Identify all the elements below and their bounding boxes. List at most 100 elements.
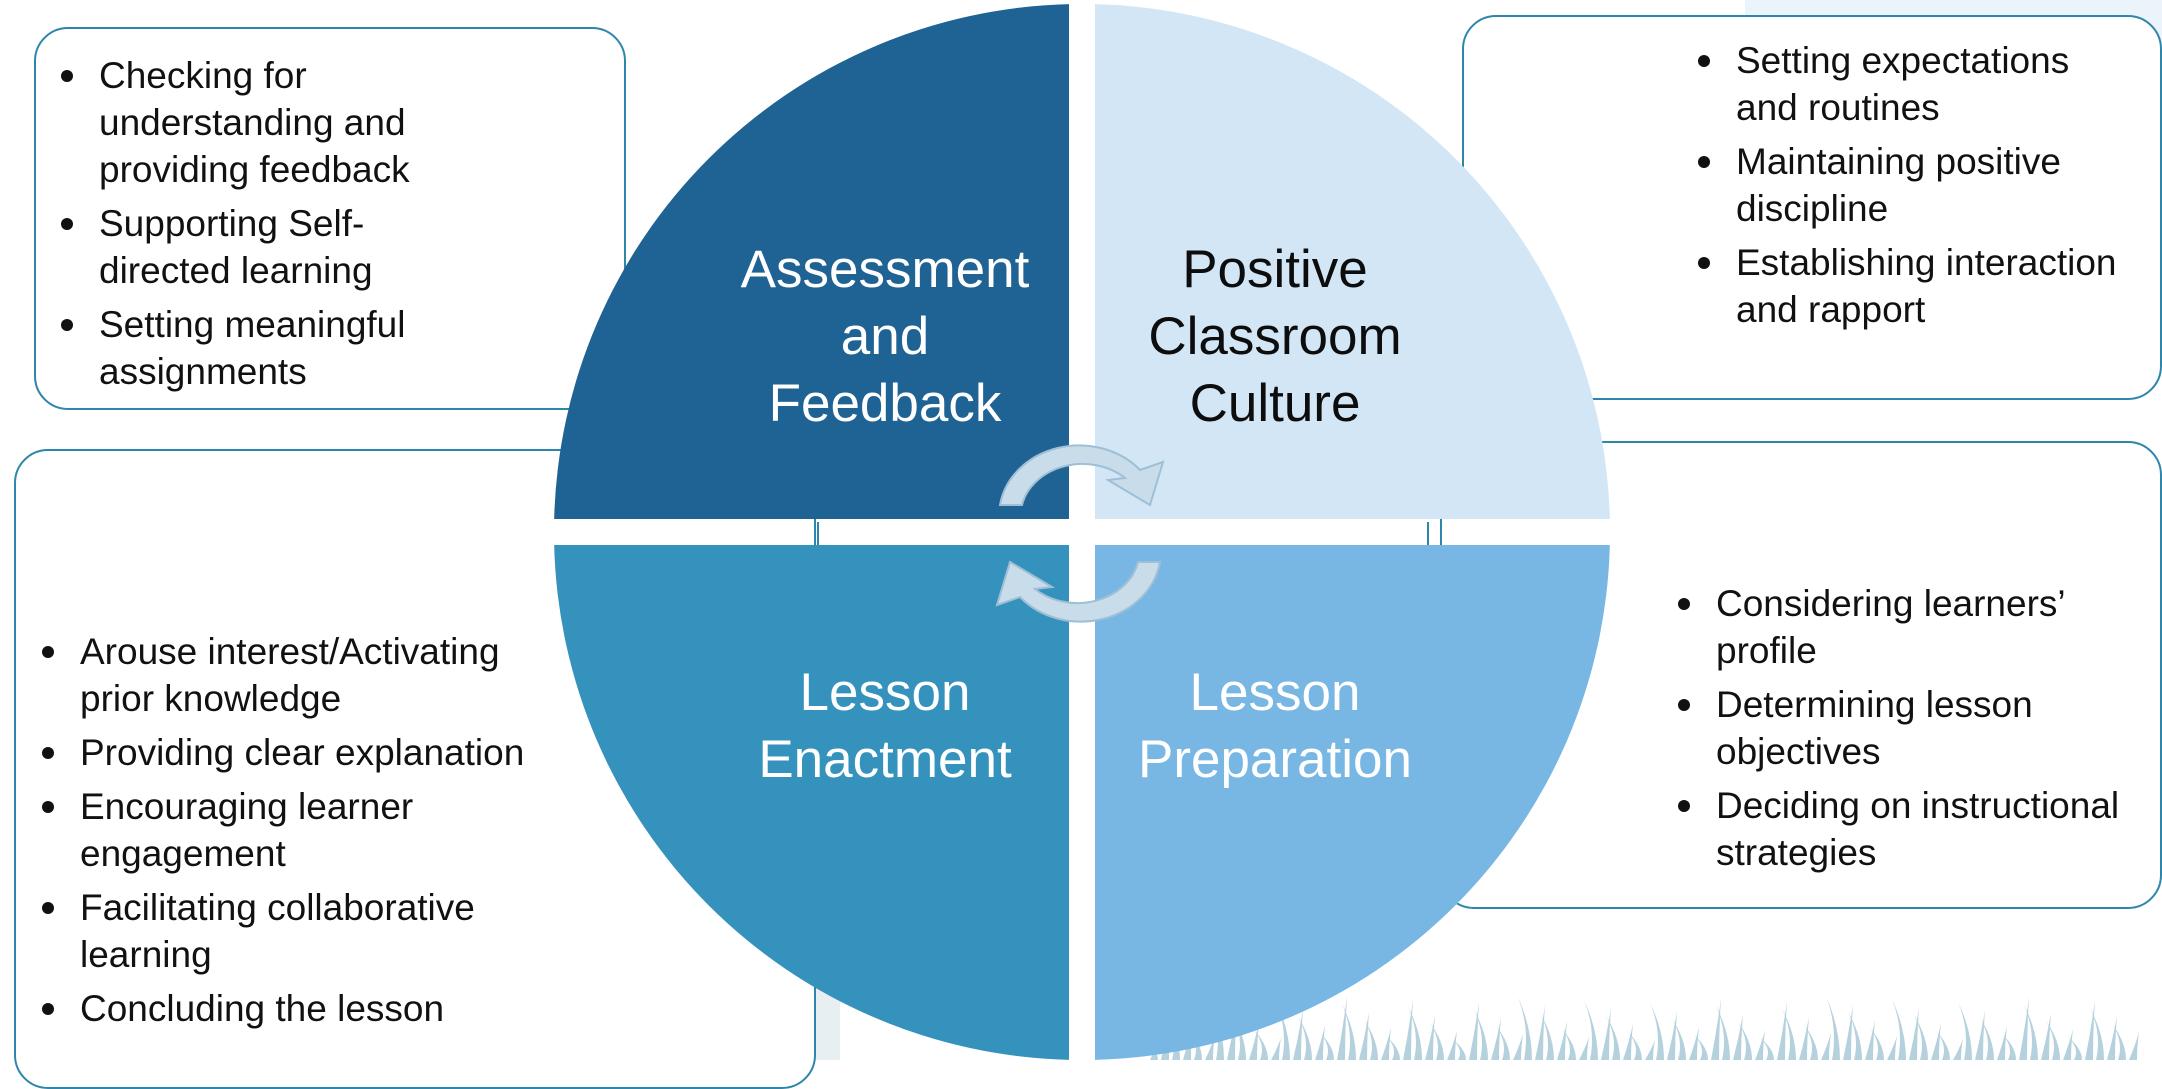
- grass-blade: [2090, 1008, 2104, 1060]
- grass-blade: [1755, 1030, 1765, 1060]
- grass-blade: [1645, 1040, 1655, 1060]
- list-item: Establishing interaction and rapport: [1694, 239, 2134, 333]
- teaching-cycle-wheel: [554, 4, 1610, 1060]
- grass-blade: [1821, 1033, 1831, 1060]
- grass-blade: [1469, 1002, 1479, 1060]
- cycle-arrows-icon: [995, 444, 1165, 623]
- grass-blade: [1848, 1012, 1862, 1060]
- preparation-bullet-list: Considering learners’ profile Determinin…: [1674, 580, 2144, 883]
- grass-blade: [1997, 1026, 2007, 1060]
- list-item: Facilitating collaborative learning: [38, 884, 568, 978]
- list-item: Maintaining positive discipline: [1694, 138, 2134, 232]
- grass-blade: [1650, 1003, 1664, 1060]
- grass-blade: [1760, 1038, 1774, 1060]
- list-item: Supporting Self-directed learning: [57, 200, 457, 294]
- grass-blade: [1711, 998, 1721, 1060]
- list-item: Setting expectations and routines: [1694, 37, 2134, 131]
- grass-blade: [1315, 1025, 1325, 1060]
- grass-blade: [2002, 1034, 2016, 1060]
- grass-blade: [1254, 1030, 1268, 1060]
- grass-blade: [1936, 1031, 1950, 1060]
- grass-blade: [1144, 1040, 1158, 1060]
- grass-blade: [1562, 1029, 1576, 1060]
- grass-blade: [1672, 1019, 1686, 1060]
- grass-blade: [1689, 1027, 1699, 1060]
- grass-blade: [2107, 1016, 2117, 1060]
- grass-blade: [1601, 1008, 1611, 1060]
- lesson-enactment-label: Lesson Enactment: [758, 663, 1012, 789]
- grass-blade: [1359, 1012, 1369, 1060]
- positive-classroom-culture-label: Positive Classroom Culture: [1148, 240, 1402, 433]
- cycle-arrow: [998, 444, 1165, 507]
- quadrant-assessment: [554, 4, 1069, 520]
- grass-blade: [1496, 1026, 1510, 1060]
- enactment-bullet-list: Arouse interest/Activating prior knowled…: [38, 628, 568, 1039]
- grass-blade: [2041, 1013, 2051, 1060]
- enactment-details-box: Arouse interest/Activating prior knowled…: [14, 449, 816, 1089]
- grass-blade: [1667, 1011, 1677, 1060]
- list-item: Concluding the lesson: [38, 985, 568, 1032]
- grass-blade: [1799, 1017, 1809, 1060]
- grass-blade: [1381, 1028, 1391, 1060]
- grass-blade: [1958, 1002, 1972, 1060]
- grass-blade: [2112, 1024, 2126, 1060]
- grass-blade: [2024, 1005, 2038, 1060]
- grass-blade: [1293, 1009, 1303, 1060]
- grass-blade: [1975, 1010, 1985, 1060]
- assessment-bullet-list: Checking for understanding and providing…: [57, 52, 457, 402]
- grass-blade: [1320, 1033, 1334, 1060]
- culture-bullet-list: Setting expectations and routines Mainta…: [1694, 37, 2134, 340]
- grass-blade: [1337, 996, 1347, 1060]
- grass-blade: [1249, 1022, 1259, 1060]
- grass-blade: [1188, 1027, 1202, 1060]
- grass-blade: [1623, 1024, 1633, 1060]
- grass-blade: [2068, 1037, 2082, 1060]
- grass-blade: [1474, 1010, 1488, 1060]
- quadrant-preparation: [1095, 545, 1610, 1060]
- list-item: Deciding on instructional strategies: [1674, 782, 2144, 876]
- grass-blade: [1584, 1000, 1598, 1060]
- list-item: Considering learners’ profile: [1674, 580, 2144, 674]
- grass-blade: [1276, 1001, 1290, 1060]
- quadrant-culture: [1095, 4, 1610, 520]
- grass-blade: [1804, 1025, 1818, 1060]
- list-item: Encouraging learner engagement: [38, 783, 568, 877]
- grass-blade: [1298, 1017, 1312, 1060]
- grass-blade: [1557, 1021, 1567, 1060]
- grass-blade: [1716, 1006, 1730, 1060]
- list-item: Checking for understanding and providing…: [57, 52, 457, 193]
- grass-blade: [1777, 1001, 1787, 1060]
- list-item: Determining lesson objectives: [1674, 681, 2144, 775]
- grass-blade: [1513, 1034, 1523, 1060]
- grass-blade: [1271, 1038, 1281, 1060]
- grass-blade: [1892, 999, 1906, 1060]
- grass-blade: [1953, 1039, 1963, 1060]
- grass-blade: [1931, 1023, 1941, 1060]
- list-item: Providing clear explanation: [38, 729, 568, 776]
- culture-details-box: Setting expectations and routines Mainta…: [1462, 15, 2162, 400]
- grass-blade: [1694, 1035, 1708, 1060]
- grass-blade: [1738, 1022, 1752, 1060]
- assessment-and-feedback-label: Assessment and Feedback: [740, 240, 1030, 433]
- grass-blade: [1408, 1007, 1422, 1060]
- grass-blade: [1628, 1032, 1642, 1060]
- grass-blade: [1909, 1007, 1919, 1060]
- grass-blade: [1826, 996, 1840, 1060]
- quadrant-enactment: [554, 545, 1069, 1060]
- grass-blade: [1183, 1019, 1193, 1060]
- list-item: Arouse interest/Activating prior knowled…: [38, 628, 568, 722]
- list-item: Setting meaningful assignments: [57, 301, 457, 395]
- grass-blade: [1733, 1014, 1743, 1060]
- grass-blade: [1232, 1014, 1246, 1060]
- grass-blade: [1386, 1036, 1400, 1060]
- grass-blade: [1782, 1009, 1796, 1060]
- grass-blade: [1452, 1039, 1466, 1060]
- grass-blade: [1425, 1015, 1435, 1060]
- grass-blade: [1227, 1006, 1237, 1060]
- grass-blade: [2019, 997, 2029, 1060]
- grass-blade: [1535, 1005, 1545, 1060]
- grass-blade: [1540, 1013, 1554, 1060]
- grass-blade: [2063, 1029, 2073, 1060]
- grass-blade: [1403, 999, 1413, 1060]
- grass-blade: [1205, 1035, 1215, 1060]
